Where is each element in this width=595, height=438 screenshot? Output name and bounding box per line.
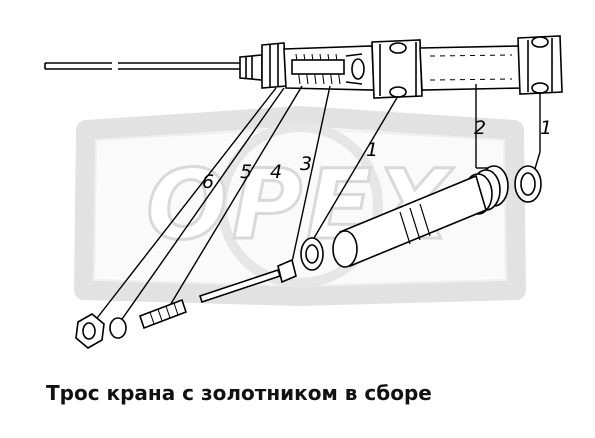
exploded-parts (75, 165, 542, 349)
watermark-logo: OPEX (74, 106, 526, 306)
callout-top-2: 2 (474, 117, 486, 139)
callout-labels: 1 2 1 3 4 5 6 (202, 117, 552, 193)
callout-mid-3: 3 (300, 153, 312, 175)
assembled-cable (44, 35, 563, 99)
callout-mid-6: 6 (202, 171, 214, 193)
callout-mid-4: 4 (270, 161, 282, 183)
leader-lines (93, 84, 541, 323)
spring (138, 298, 188, 330)
callout-mid-1: 1 (366, 139, 378, 161)
caption: Трос крана с золотником в сборе (46, 381, 432, 405)
watermark-text: OPEX (146, 149, 454, 261)
callout-mid-5: 5 (240, 161, 252, 183)
callout-top-1: 1 (540, 117, 552, 139)
lock-ring (109, 317, 127, 339)
